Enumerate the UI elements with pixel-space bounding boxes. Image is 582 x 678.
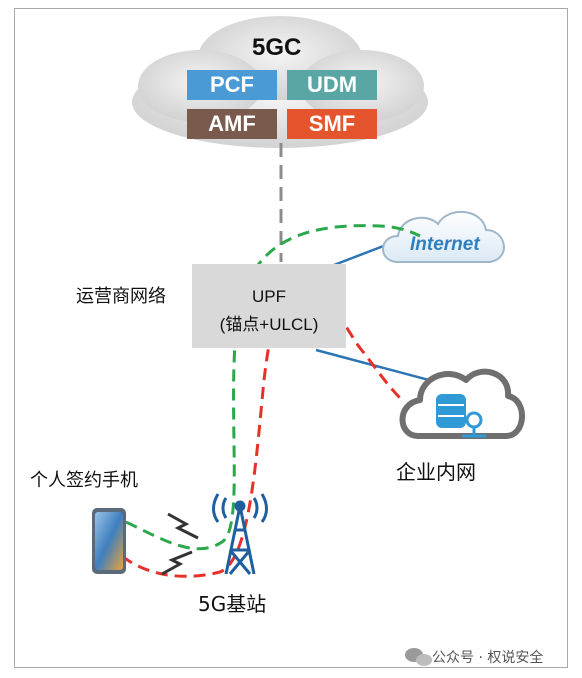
core-title: 5GC: [252, 34, 302, 61]
upf-enterprise-link: [315, 348, 445, 386]
enterprise-network-label: 企业内网: [396, 460, 476, 484]
diagram-frame: [14, 8, 568, 668]
nf-box-udm: UDM: [287, 70, 377, 100]
base-station-tower-icon: [212, 493, 268, 575]
green-traffic-path: [125, 224, 421, 551]
nf-box-amf: AMF: [187, 109, 277, 139]
red-traffic-path: [121, 298, 404, 578]
database-icon: [436, 394, 486, 438]
upf-label: UPF: [252, 287, 286, 306]
internet-cloud: [382, 210, 505, 263]
phone-icon: [92, 508, 126, 574]
nf-box-smf: SMF: [287, 109, 377, 139]
upf-sublabel: (锚点+ULCL): [219, 315, 319, 334]
wireless-signal-icon: [161, 512, 199, 576]
internet-label: Internet: [410, 234, 480, 255]
operator-network-label: 运营商网络: [76, 286, 166, 307]
wechat-logo-icon: [405, 648, 432, 666]
phone-label: 个人签约手机: [30, 470, 138, 491]
nf-box-pcf: PCF: [187, 70, 277, 100]
upf-box: [192, 264, 346, 348]
base-station-label: 5G基站: [198, 592, 267, 616]
watermark-text: 公众号 · 权说安全: [432, 650, 544, 666]
